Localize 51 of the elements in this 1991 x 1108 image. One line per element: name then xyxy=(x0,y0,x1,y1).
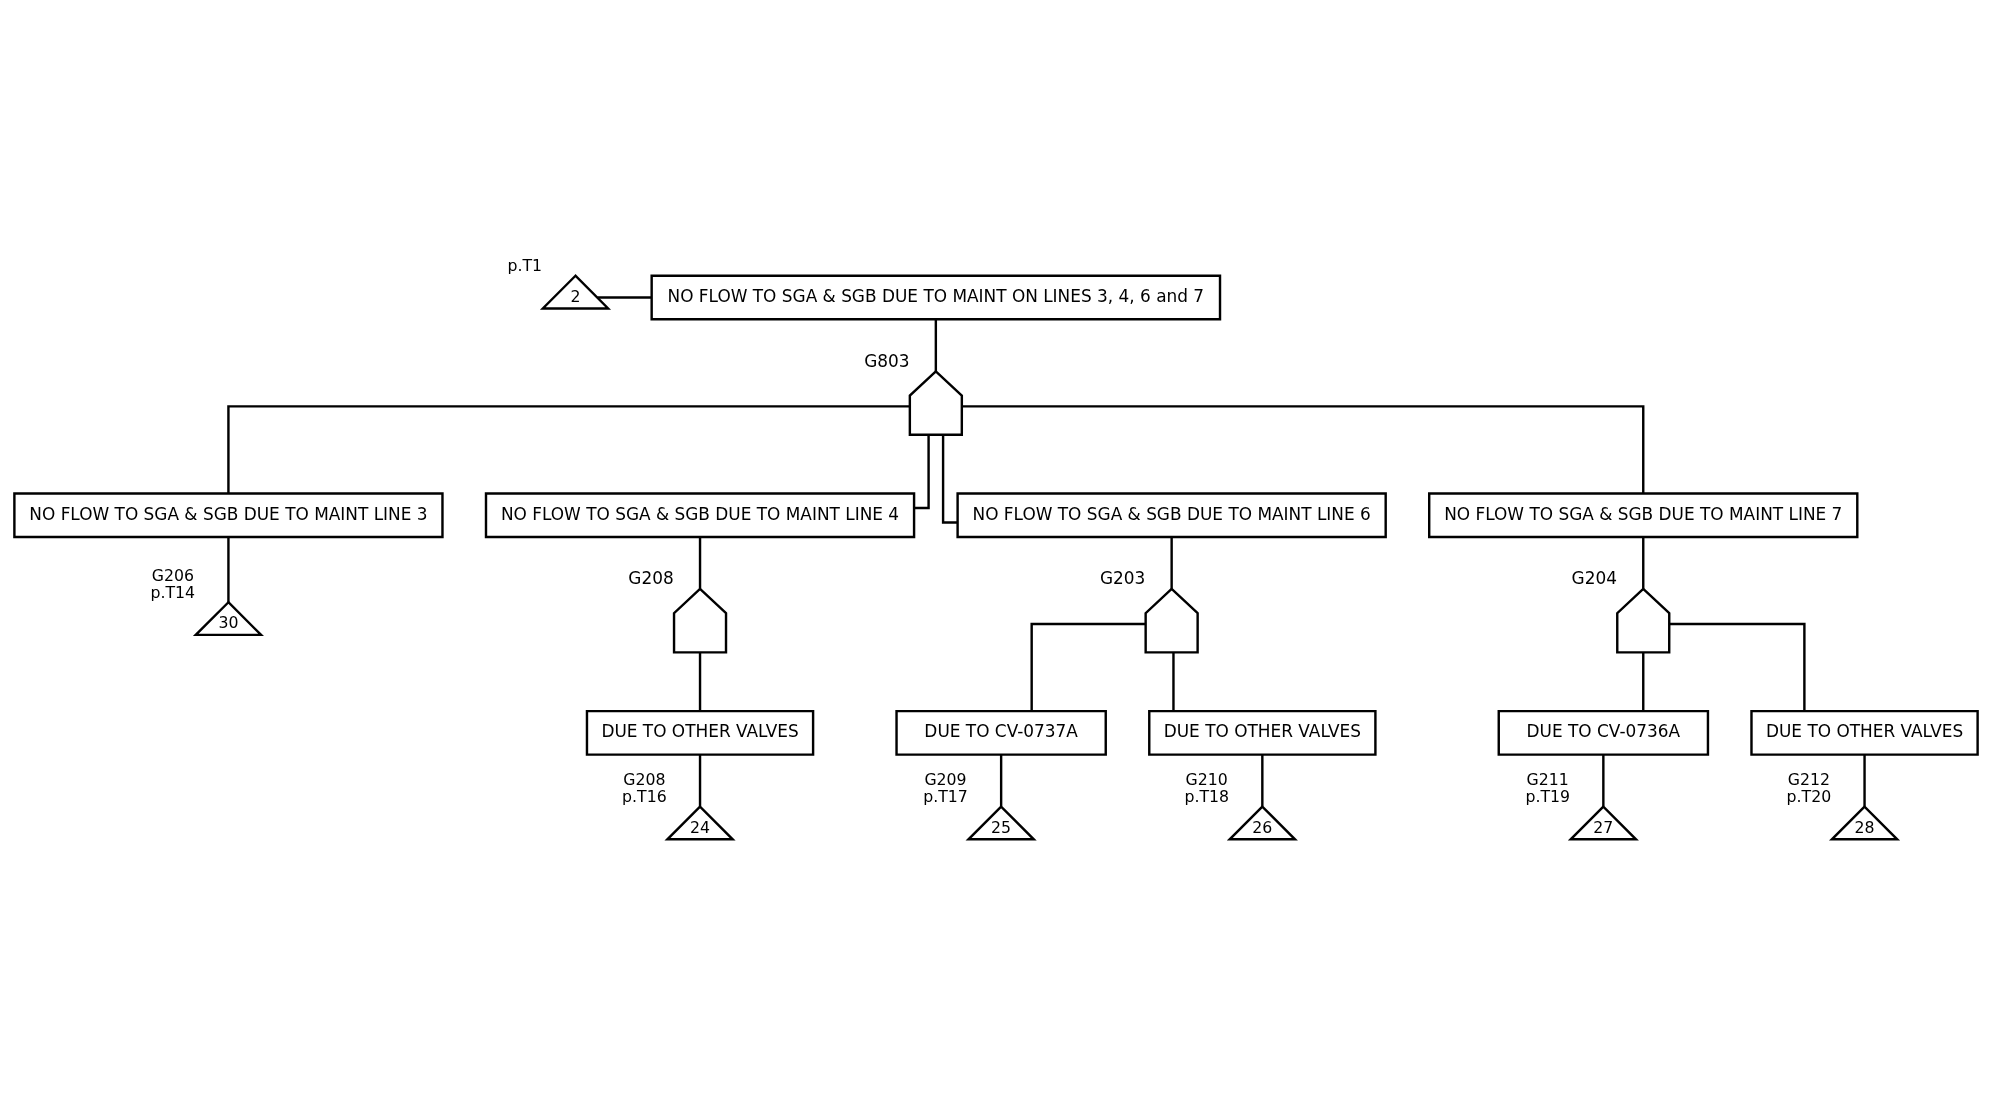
node-label: p.T20 xyxy=(1786,786,1831,806)
node-gate xyxy=(1615,586,1670,654)
connector xyxy=(698,652,701,711)
connector xyxy=(1171,652,1175,711)
connector xyxy=(1260,754,1264,806)
connector xyxy=(698,754,701,806)
node-box: DUE TO CV-0737A xyxy=(894,709,1107,756)
connector xyxy=(934,319,937,371)
connector xyxy=(941,434,957,524)
node-label: G208 xyxy=(622,769,665,789)
node-gate xyxy=(908,369,963,436)
connector xyxy=(1641,652,1644,711)
node-label: G212 xyxy=(1787,769,1830,789)
connector xyxy=(913,434,930,509)
connector xyxy=(1169,536,1173,589)
node-label: p.T1 xyxy=(506,255,542,275)
connector xyxy=(1029,622,1146,711)
node-box: NO FLOW TO SGA & SGB DUE TO MAINT LINE 7 xyxy=(1427,491,1858,538)
node-box: NO FLOW TO SGA & SGB DUE TO MAINT LINE 4 xyxy=(484,491,915,538)
connector xyxy=(1669,622,1806,711)
connector xyxy=(1601,754,1605,806)
connector xyxy=(597,295,651,299)
node-box: NO FLOW TO SGA & SGB DUE TO MAINT ON LINES 3, 4, 6 and 7 xyxy=(649,274,1221,320)
connector xyxy=(1862,754,1866,806)
node-label: G803 xyxy=(863,350,910,371)
node-label: G210 xyxy=(1185,769,1228,789)
node-label: G209 xyxy=(923,769,967,789)
node-label: p.T14 xyxy=(150,582,195,602)
node-label: p.T17 xyxy=(922,786,968,806)
node-box: DUE TO CV-0736A xyxy=(1497,709,1709,756)
connector xyxy=(226,404,910,493)
node-label: G211 xyxy=(1526,769,1569,789)
connector xyxy=(226,536,230,602)
node-box: NO FLOW TO SGA & SGB DUE TO MAINT LINE 3 xyxy=(12,491,444,538)
node-label: G203 xyxy=(1099,567,1145,588)
node-gate xyxy=(1143,586,1199,654)
node-gate xyxy=(672,586,727,654)
node-label: G208 xyxy=(627,567,674,588)
node-label: G206 xyxy=(151,565,194,585)
node-label: p.T16 xyxy=(621,786,667,806)
connector xyxy=(961,404,1644,493)
node-box: DUE TO OTHER VALVES xyxy=(1147,709,1377,756)
node-label: G204 xyxy=(1571,567,1617,588)
node-label: p.T19 xyxy=(1524,786,1570,806)
node-box: DUE TO OTHER VALVES xyxy=(585,709,814,756)
connector xyxy=(698,536,701,589)
node-label: p.T18 xyxy=(1183,786,1229,806)
node-box: NO FLOW TO SGA & SGB DUE TO MAINT LINE 6 xyxy=(955,491,1387,538)
connector xyxy=(999,754,1002,806)
connector xyxy=(1641,536,1644,589)
node-box: DUE TO OTHER VALVES xyxy=(1749,709,1979,756)
